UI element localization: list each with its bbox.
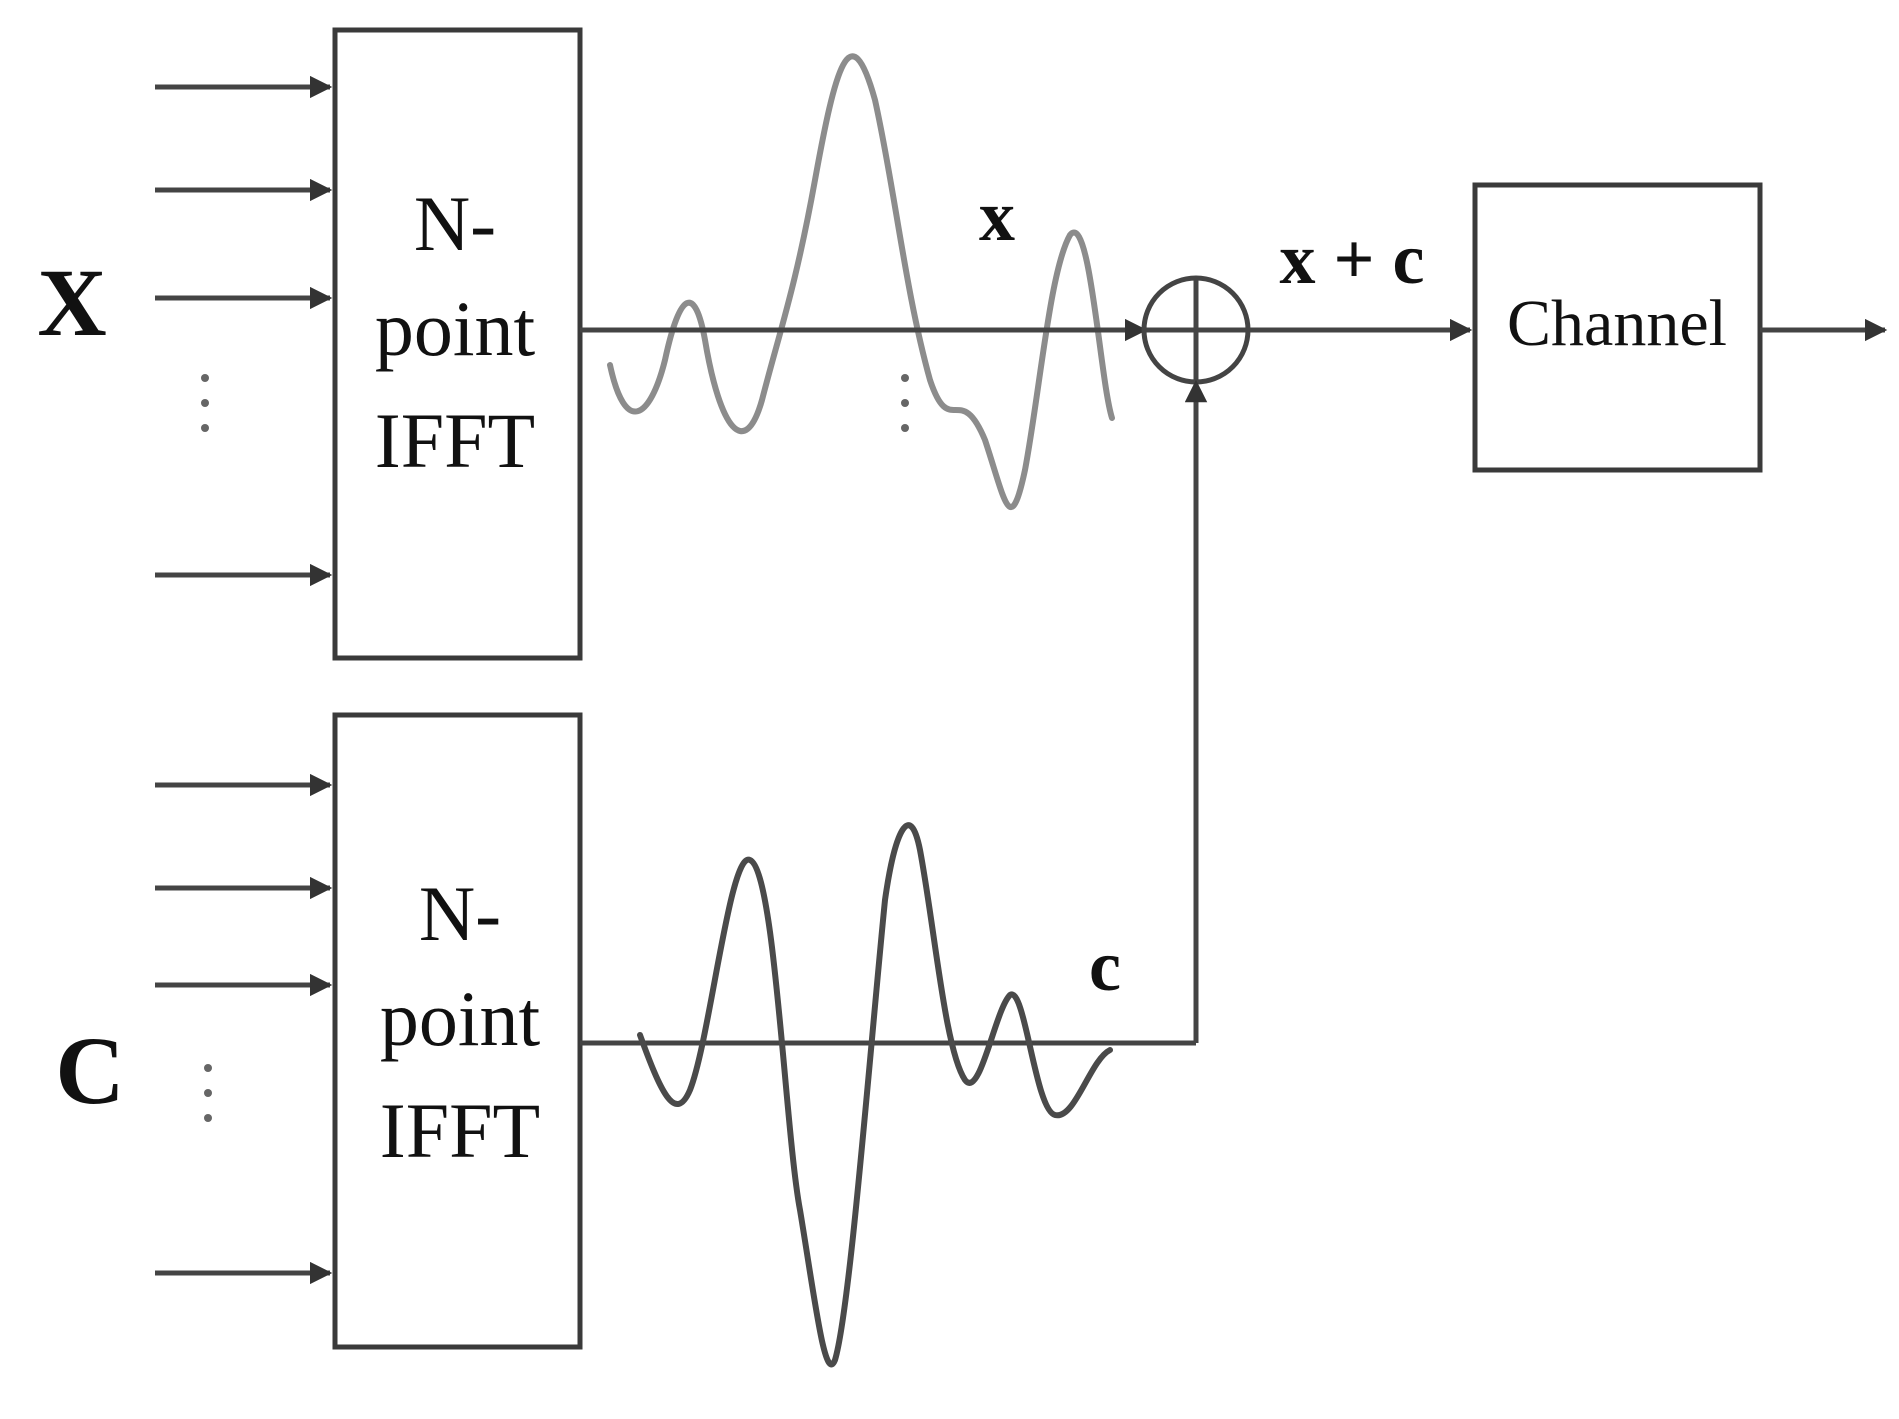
ifft-top-line3: IFFT [375,397,535,484]
adder-icon [1141,275,1251,385]
ifft-top-line2: point [375,285,536,372]
signal-label-sum: x + c [1280,219,1425,299]
mid-ellipsis-icon [901,374,909,432]
bottom-input-arrows [155,773,333,1285]
ifft-bottom-line3: IFFT [380,1087,540,1174]
signal-label-x: x [979,176,1015,256]
ifft-block-bottom [332,712,583,1350]
ifft-bottom-line1: N- [419,870,501,957]
top-ellipsis-icon [201,374,209,432]
ifft-top-line1: N- [414,180,496,267]
input-label-c: C [55,1017,124,1124]
channel-block [1472,182,1763,473]
channel-label: Channel [1507,287,1727,360]
bottom-ellipsis-icon [204,1064,212,1122]
input-label-x: X [37,249,106,356]
ifft-bottom-line2: point [380,975,541,1062]
signal-label-c: c [1089,926,1121,1006]
waveform-x [607,53,1115,511]
top-input-arrows [155,75,333,587]
waveform-c [637,822,1113,1368]
ifft-block-top [332,27,583,661]
